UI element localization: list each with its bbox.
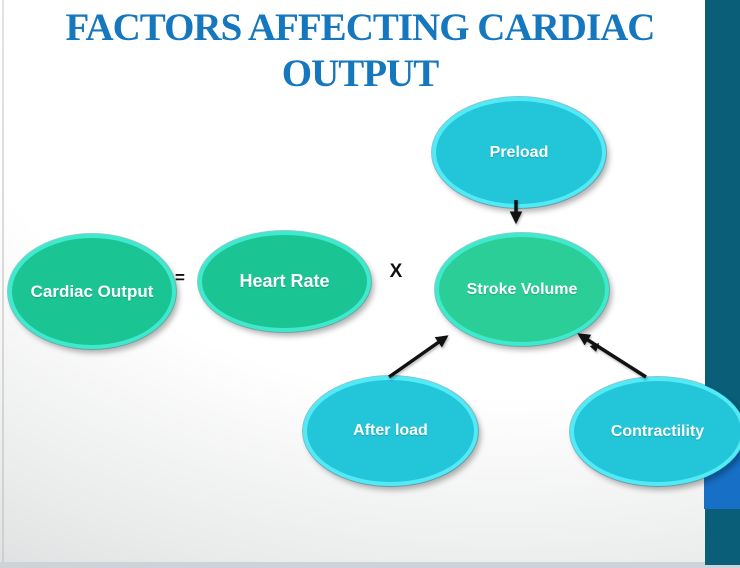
node-heart-rate: Heart Rate xyxy=(198,231,371,332)
node-cardiac-output-label: Cardiac Output xyxy=(30,281,154,301)
node-preload-label: Preload xyxy=(489,143,549,161)
node-after-load-label: After load xyxy=(353,422,428,439)
slide-title: FACTORS AFFECTING CARDIAC OUTPUT xyxy=(0,5,720,97)
slide-title-line2: OUTPUT xyxy=(281,52,440,95)
node-after-load: After load xyxy=(303,376,478,486)
node-stroke-volume-label: Stroke Volume xyxy=(466,280,578,298)
slide-left-edge xyxy=(2,0,4,563)
multiply-operator: X xyxy=(389,261,403,282)
node-heart-rate-label: Heart Rate xyxy=(239,271,330,291)
slide-bottom-strip xyxy=(0,562,740,568)
node-preload: Preload xyxy=(432,97,606,208)
node-contractility-label: Contractility xyxy=(610,422,705,440)
slide-title-line1: FACTORS AFFECTING CARDIAC xyxy=(65,6,656,49)
node-stroke-volume: Stroke Volume xyxy=(435,233,609,346)
node-contractility: Contractility xyxy=(570,377,740,486)
node-cardiac-output: Cardiac Output xyxy=(8,234,176,349)
equals-operator: = xyxy=(175,268,185,287)
